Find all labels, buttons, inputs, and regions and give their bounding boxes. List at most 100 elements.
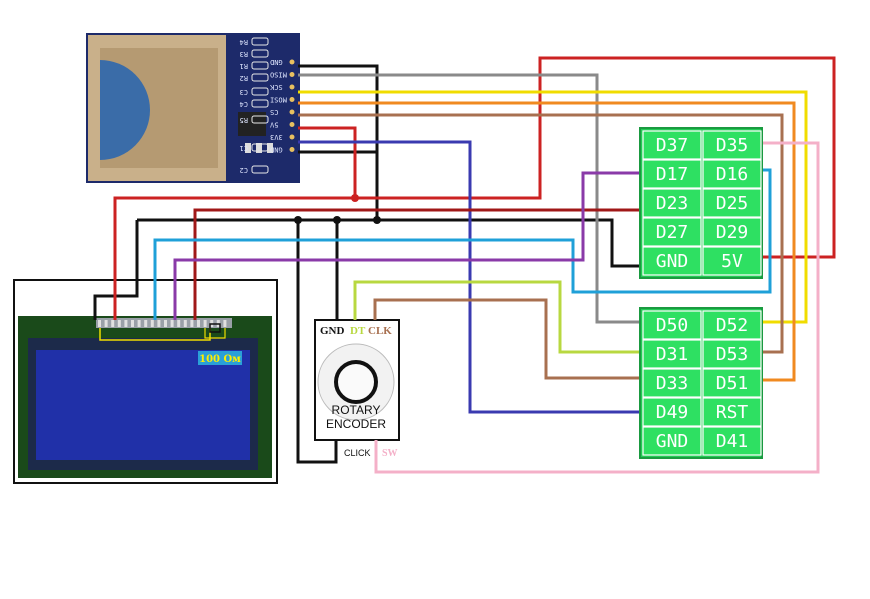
junction-dot	[333, 216, 341, 224]
header-pin-label: GND	[656, 251, 689, 272]
header-pin-cell	[702, 310, 762, 340]
header-pin-cell	[702, 188, 762, 218]
lcd-pin	[157, 320, 161, 327]
header-pin-cell	[642, 397, 702, 427]
encoder-title-2: ENCODER	[326, 417, 386, 431]
header-pin-label: D25	[716, 193, 749, 214]
wire-cs	[298, 113, 784, 354]
header-pin-label: D16	[716, 164, 749, 185]
junction-dot	[373, 216, 381, 224]
sd-card-logo	[100, 60, 150, 160]
encoder-sw-label: SW	[382, 448, 398, 459]
sd-component-label: R3	[240, 50, 248, 58]
sd-pin-label: SCK	[269, 83, 282, 91]
sd-pin-pad	[289, 97, 295, 102]
header-pin-label: D29	[716, 222, 749, 243]
header-pin-cell	[702, 368, 762, 398]
header-pin-cell	[642, 339, 702, 369]
header-pin-label: D27	[656, 222, 689, 243]
encoder-knob	[334, 360, 378, 404]
lcd-pin	[197, 320, 200, 327]
header-pin-cell	[702, 130, 762, 160]
header-pin-cell	[702, 339, 762, 369]
sd-pin-label: MOSI	[270, 96, 287, 104]
wire-clk	[373, 298, 640, 380]
sd-component-label: R1	[240, 62, 248, 70]
lcd-pin	[117, 320, 121, 327]
lcd-pin	[124, 320, 128, 327]
lcd-pin	[223, 320, 227, 327]
lcd-pin	[170, 320, 174, 327]
header-pin-label: D53	[716, 344, 749, 365]
rotary-encoder: GND DT CLK ROTARY ENCODER CLICK SW	[314, 319, 400, 459]
sd-component	[251, 49, 269, 58]
wire-d23	[193, 208, 640, 320]
wire-cyan	[153, 168, 772, 320]
sd-component-label: C4	[240, 100, 248, 108]
header-pin-label: GND	[656, 431, 689, 452]
header-pin-label: RST	[716, 402, 749, 423]
header-pin-label: D33	[656, 373, 689, 394]
sd-component	[251, 165, 269, 174]
encoder-pin-clk: CLK	[368, 325, 392, 337]
lcd-pin	[190, 320, 194, 327]
sd-pin-pad	[289, 122, 295, 127]
sd-pin-label: 3V3	[270, 133, 283, 141]
encoder-pin-dt: DT	[350, 325, 366, 337]
junction-dot	[351, 194, 359, 202]
wire-sw	[374, 141, 820, 474]
sd-pin-label: GND	[270, 58, 283, 66]
sd-pin-pad	[289, 84, 295, 90]
sd-pin-label: MISO	[270, 71, 287, 79]
sd-pin-pad	[289, 109, 295, 115]
sd-pin-label: GND	[270, 146, 283, 154]
sd-component-label: C1	[240, 144, 248, 152]
lcd-module: 100 Ом	[13, 279, 278, 484]
header-pin-label: D35	[716, 135, 749, 156]
sd-component	[251, 37, 269, 46]
sd-component-label: R4	[240, 38, 248, 46]
wire-miso	[298, 73, 640, 324]
header-pin-cell	[702, 397, 762, 427]
wire-gnd-enc	[296, 220, 338, 464]
wire-3v3	[298, 140, 640, 414]
lcd-pin	[137, 320, 141, 327]
header-pin-label: D51	[716, 373, 749, 394]
header-pin-cell	[642, 188, 702, 218]
wires	[93, 56, 836, 474]
sd-pin-pad	[289, 147, 295, 152]
sd-pin-label: 5V	[269, 121, 278, 129]
sd-pin-label: CS	[270, 108, 278, 116]
header-pin-label: D41	[716, 431, 749, 452]
encoder-title-1: ROTARY	[332, 403, 381, 417]
sd-component	[251, 143, 269, 152]
lcd-pin	[98, 320, 101, 327]
lcd-pin	[111, 320, 115, 327]
header-pin-cell	[642, 130, 702, 160]
wire-purple	[173, 171, 640, 320]
header-pin-cell	[642, 310, 702, 340]
sd-component	[251, 87, 269, 96]
sd-component-label: C3	[240, 88, 248, 96]
lcd-pin	[203, 320, 207, 327]
lcd-pin	[150, 320, 154, 327]
lcd-pin	[104, 320, 108, 327]
header-pin-label: D23	[656, 193, 689, 214]
sd-component	[251, 115, 269, 124]
sd-component-label: R5	[240, 116, 248, 124]
sd-component	[251, 99, 269, 108]
header-pin-cell	[642, 368, 702, 398]
sd-pin-pad	[289, 72, 295, 77]
junction-dot	[294, 216, 302, 224]
header-pin-cell	[702, 217, 762, 247]
wire-dt	[353, 280, 640, 354]
resistor-symbol	[209, 323, 221, 333]
header-pin-label: D17	[656, 164, 689, 185]
sd-pin-pad	[289, 134, 295, 140]
sd-pin-pad	[289, 59, 295, 65]
header-pin-label: 5V	[721, 251, 743, 272]
